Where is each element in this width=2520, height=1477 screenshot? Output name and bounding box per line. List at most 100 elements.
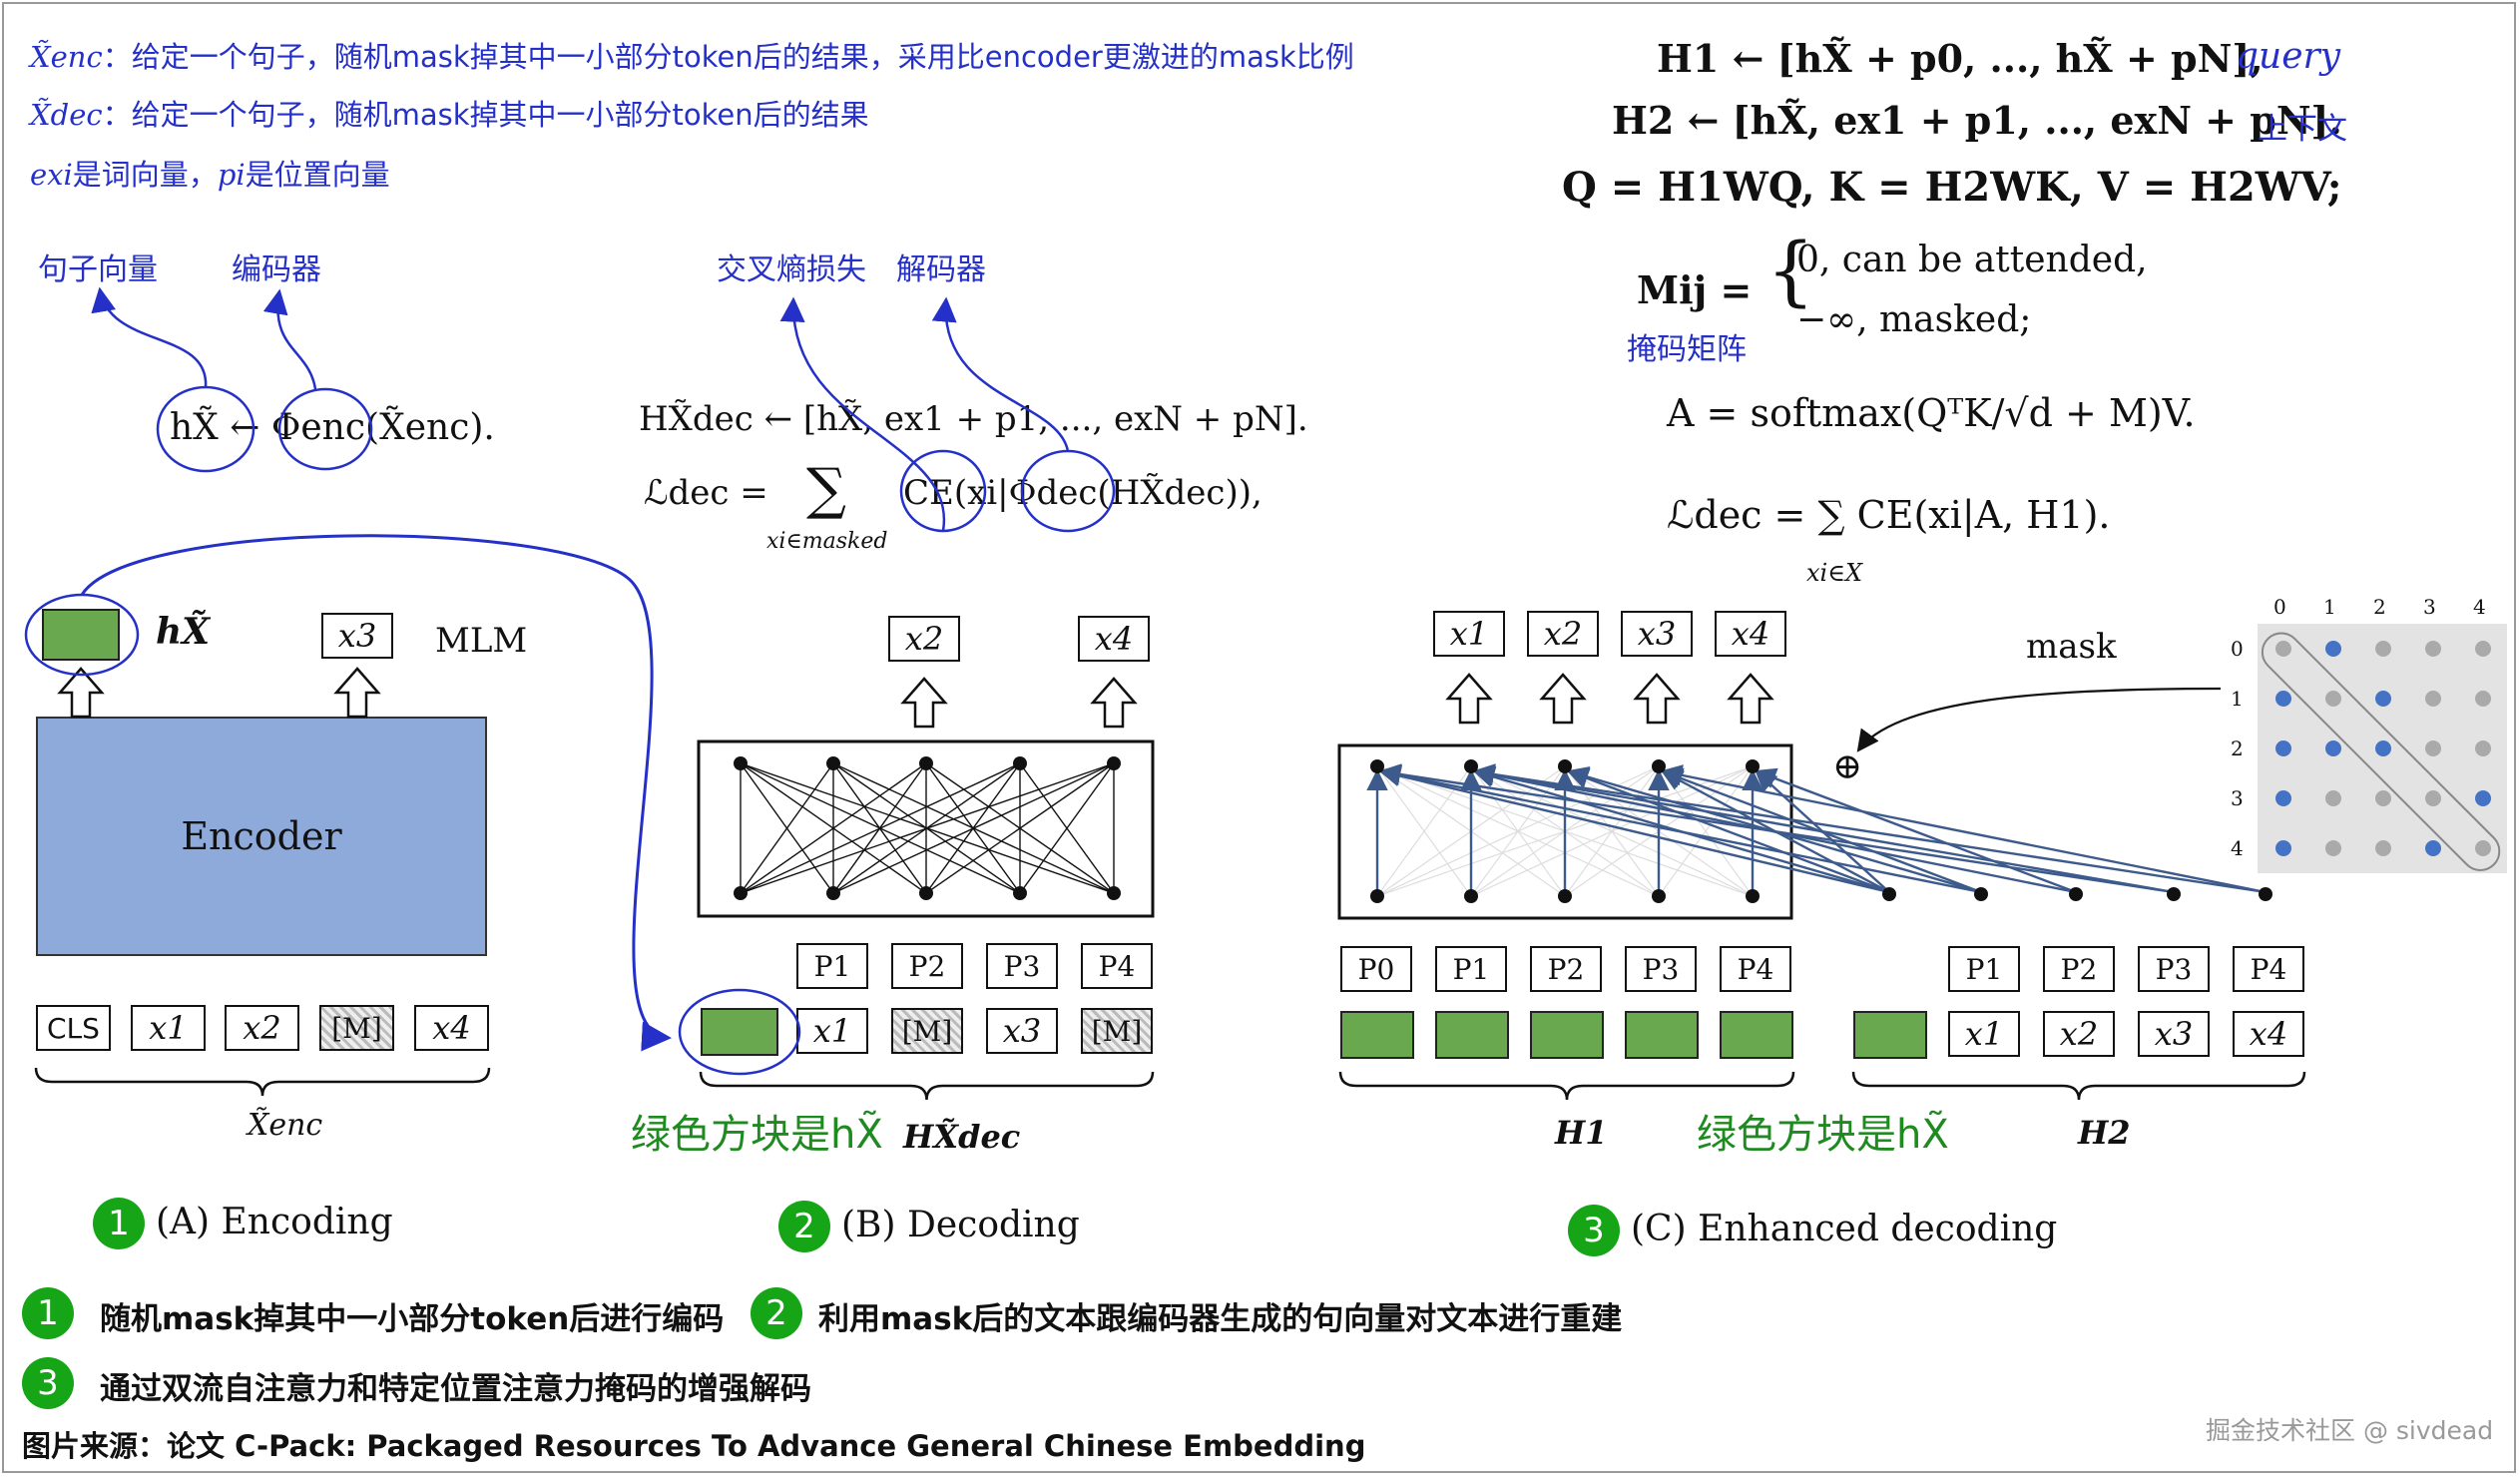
enhanced-node-bottom-3 (1652, 889, 1666, 903)
formula-decoder-input: HX̃dec ← [hX̃, ex1 + p1, ..., exN + pN]. (639, 399, 1308, 439)
note-exi-pi: exi是词向量，pi是位置向量 (30, 158, 390, 192)
matrix-col-1: 1 (2323, 595, 2336, 619)
position-p1: P1 (796, 943, 868, 989)
note-xenc: X̃enc：给定一个句子，随机mask掉其中一小部分token后的结果，采用比e… (30, 40, 1354, 74)
brace-h1 (1338, 1071, 1795, 1101)
green-note-c: 绿色方块是hX̃ (1697, 1112, 1949, 1158)
mask-cell-3-3 (2425, 790, 2441, 806)
mask-cell-0-0 (2275, 641, 2291, 657)
brace-hxdec (699, 1071, 1155, 1101)
c-h2-p2: P2 (2043, 946, 2115, 992)
formula-loss-rhs: CE(xi|Φdec(HX̃dec)), (903, 473, 1262, 513)
decoder-node-bottom-1 (826, 886, 840, 900)
caption-a: (A) Encoding (156, 1202, 393, 1242)
eq-loss-c-sub: xi∈X (1806, 559, 1863, 587)
decoder-node-bottom-2 (919, 886, 933, 900)
enhanced-node-bottom-4 (1746, 889, 1760, 903)
c-output-x4: x4 (1715, 611, 1786, 657)
enhanced-edge-4-3 (1658, 765, 1754, 897)
mask-cell-2-4 (2475, 740, 2491, 756)
decoder-node-top-4 (1107, 756, 1121, 770)
up-arrow-decoder-x4 (1090, 677, 1138, 729)
ellipse-phi-dec (1020, 449, 1116, 533)
mask-cell-4-3 (2425, 840, 2441, 856)
note-xdec: X̃dec：给定一个句子，随机mask掉其中一小部分token后的结果 (30, 98, 869, 132)
decoder-token-x3: x3 (986, 1008, 1058, 1054)
mask-cell-1-1 (2325, 691, 2341, 707)
token-x4: x4 (414, 1005, 489, 1051)
enhanced-link-10 (1378, 763, 2175, 894)
h-label: hX̃ (156, 611, 211, 653)
brace-xenc (34, 1067, 491, 1097)
c-output-x2: x2 (1527, 611, 1599, 657)
h2-brace-label: H2 (2078, 1114, 2131, 1152)
matrix-row-0: 0 (2231, 637, 2244, 661)
up-arrow-decoder-x2 (900, 677, 948, 729)
label-decoder: 解码器 (896, 252, 986, 287)
ellipse-h (156, 385, 255, 473)
c-h2-p4: P4 (2233, 946, 2304, 992)
step3-text: 通过双流自注意力和特定位置注意力掩码的增强解码 (100, 1371, 811, 1407)
mask-cell-2-1 (2325, 740, 2341, 756)
c-h1-green-0 (1340, 1011, 1414, 1059)
decoder-node-bottom-0 (734, 886, 748, 900)
decoder-edge-1-0 (740, 762, 834, 894)
enhanced-node-top-3 (1652, 759, 1666, 773)
eq-attention: A = softmax(QᵀK/√d + M)V. (1667, 391, 2196, 435)
enhanced-link-5 (1378, 764, 1982, 894)
decoder-node-top-2 (919, 756, 933, 770)
mask-cell-4-4 (2475, 840, 2491, 856)
decoder-token-mask-2: [M] (1081, 1008, 1153, 1054)
c-h2-green (1853, 1011, 1927, 1059)
formula-loss-sum: ∑ (806, 457, 846, 522)
brace-h2 (1851, 1071, 2306, 1101)
mask-cell-3-1 (2325, 790, 2341, 806)
up-arrow-encoder-h (57, 667, 105, 719)
eq-h2: H2 ← [hX̃, ex1 + p1, ..., exN + pN]. (1612, 98, 2342, 143)
mask-cell-1-2 (2375, 691, 2391, 707)
brace-label-xenc: X̃enc (248, 1108, 323, 1143)
c-h1-green-3 (1625, 1011, 1699, 1059)
c-h2-x4: x4 (2233, 1011, 2304, 1057)
step2-text: 利用mask后的文本跟编码器生成的句向量对文本进行重建 (818, 1301, 1623, 1337)
decoder-edge-3-0 (740, 762, 1021, 894)
h2-node-4 (2259, 887, 2272, 901)
output-token-x4: x4 (1078, 616, 1150, 662)
eq-h1-tag: query (2236, 36, 2341, 77)
up-arrow-c-2 (1633, 673, 1681, 725)
mask-cell-4-1 (2325, 840, 2341, 856)
green-note-b: 绿色方块是hX̃ (631, 1112, 883, 1158)
mask-diagonal-outline (2261, 632, 2501, 871)
label-sentence-vector: 句子向量 (38, 252, 158, 287)
eq-mask-case1: 0, can be attended, (1796, 240, 2148, 280)
mask-cell-3-0 (2275, 790, 2291, 806)
ellipse-phi-enc (277, 387, 373, 471)
label-encoder: 编码器 (232, 252, 321, 287)
matrix-col-3: 3 (2423, 595, 2436, 619)
decoder-edge-4-0 (740, 762, 1115, 894)
decoder-node-top-1 (826, 756, 840, 770)
c-h1-p4: P4 (1720, 946, 1791, 992)
watermark: 掘金技术社区 @ sivdead (2206, 1416, 2494, 1445)
encoder-block: Encoder (36, 717, 487, 956)
matrix-col-4: 4 (2473, 595, 2486, 619)
c-h1-green-1 (1435, 1011, 1509, 1059)
mask-arrow (1856, 687, 2222, 752)
token-x2: x2 (225, 1005, 299, 1051)
eq-h2-tag: 上下文 (2258, 112, 2347, 147)
curve-phi-to-label (262, 288, 317, 390)
decoder-token-x1: x1 (796, 1008, 868, 1054)
formula-loss-sub: xi∈masked (766, 529, 888, 554)
eq-mask-lhs: Mij = (1637, 267, 1753, 312)
mask-cell-1-4 (2475, 691, 2491, 707)
decoder-token-mask-1: [M] (891, 1008, 963, 1054)
enhanced-node-top-4 (1746, 759, 1760, 773)
matrix-row-2: 2 (2231, 737, 2244, 760)
mask-cell-0-2 (2375, 641, 2391, 657)
decoder-edge-4-3 (1019, 762, 1115, 894)
step1-number: 1 (22, 1287, 74, 1339)
output-token-x3: x3 (321, 613, 393, 659)
mask-cell-4-2 (2375, 840, 2391, 856)
c-h1-p3: P3 (1625, 946, 1697, 992)
